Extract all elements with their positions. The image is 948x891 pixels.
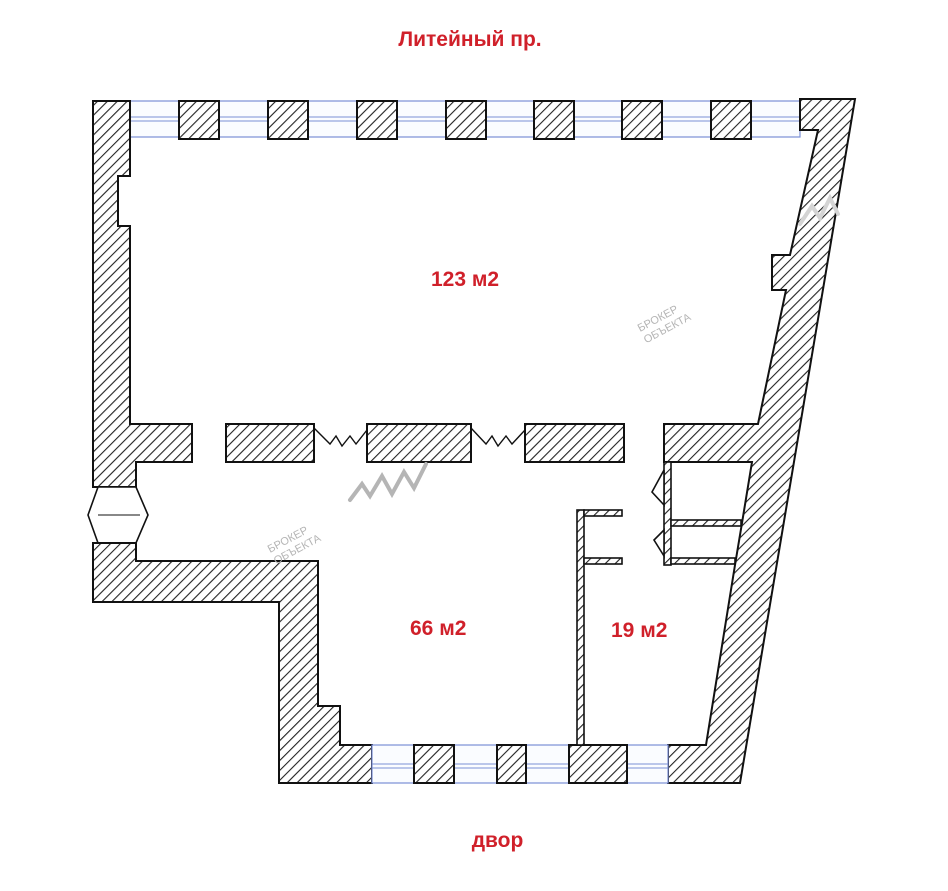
pier	[178, 100, 220, 140]
pier	[356, 100, 398, 140]
middle-wall-segment	[225, 423, 315, 463]
top-wall-piers	[178, 100, 752, 140]
street-label-bottom: двор	[471, 829, 524, 852]
watermark-logo	[348, 462, 428, 502]
pier	[413, 744, 455, 784]
room-area-small: 19 м2	[611, 619, 667, 642]
room-area-large: 123 м2	[431, 268, 499, 291]
opening-zigzag	[470, 427, 526, 448]
small-room-partition	[576, 509, 623, 746]
pier	[445, 100, 487, 140]
pier	[568, 744, 628, 784]
pier	[533, 100, 575, 140]
pier	[710, 100, 752, 140]
left-wall-upper	[92, 100, 193, 488]
closet-door	[652, 528, 665, 559]
middle-wall-segment	[366, 423, 472, 463]
street-label-top: Литейный пр.	[398, 28, 542, 51]
room-area-medium: 66 м2	[410, 617, 466, 640]
right-closet-partitions	[651, 461, 742, 566]
closet-door	[651, 469, 665, 508]
middle-wall-segment	[524, 423, 625, 463]
pier	[621, 100, 663, 140]
middle-wall	[225, 423, 625, 463]
opening-zigzag	[313, 427, 368, 448]
left-wall-lower	[92, 542, 373, 784]
watermark-logo	[798, 193, 840, 226]
pier	[496, 744, 527, 784]
bottom-wall-piers	[413, 744, 628, 784]
pier	[267, 100, 309, 140]
watermark: БРОКЕР ОБЪЕКТА	[636, 303, 694, 346]
